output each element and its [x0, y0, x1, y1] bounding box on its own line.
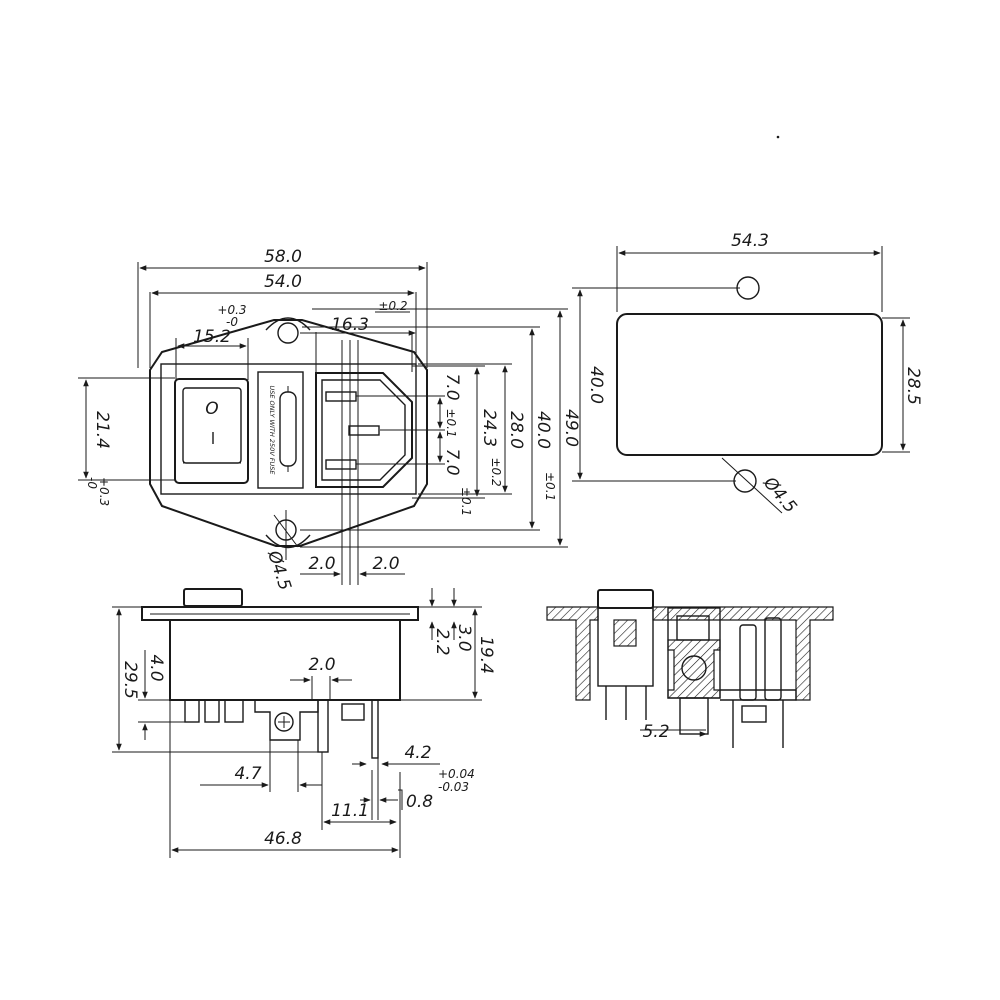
- front-flange-outline: [149, 319, 428, 547]
- side-pin-b: [371, 699, 379, 759]
- section-flange-left: [546, 606, 599, 701]
- iec-socket-outline: [315, 372, 413, 488]
- front-top-hole: [277, 322, 299, 344]
- section-view: 5.2: [546, 589, 834, 748]
- section-socket-pin-a: [739, 624, 757, 701]
- section-fuse-cap: [679, 697, 709, 735]
- dim-side-step: 4.0: [146, 654, 166, 681]
- side-body: [169, 620, 401, 701]
- dim-side-pin-offset: 4.7: [234, 764, 261, 784]
- dim-front-hole: Ø4.5: [263, 547, 295, 593]
- dim-flange-height: 40.0: [533, 411, 553, 449]
- fuse-icon: [279, 391, 297, 467]
- cutout-top-hole: [736, 276, 760, 300]
- dim-pin-pitch-b-tol: ±0.1: [459, 487, 473, 516]
- side-switch-cap: [183, 588, 243, 607]
- section-socket-pin-b: [764, 617, 782, 701]
- side-terminal-3: [224, 699, 244, 723]
- dim-pin-pitch-a: 7.0: [442, 373, 462, 400]
- side-flange: [141, 606, 419, 621]
- dim-side-total-height: 29.5: [120, 661, 140, 699]
- front-top-ear: [265, 317, 311, 331]
- dim-overall-width: 58.0: [264, 247, 302, 267]
- dim-socket-offset-tol: ±0.2: [378, 299, 407, 313]
- socket-pin-bottom: [325, 459, 357, 470]
- dim-terminal-tol-lower: -0.03: [438, 780, 469, 794]
- dim-total-height: 49.0: [561, 409, 581, 447]
- dim-terminal-tol-upper: +0.04: [438, 767, 475, 781]
- dim-pin-left: 2.0: [308, 554, 335, 574]
- dim-side-pin-gap: 4.2: [404, 743, 431, 763]
- panel-cutout-outline: [616, 313, 883, 456]
- side-view: 29.5 4.0 19.4 3.0 2.2 2.0 4.7: [112, 588, 496, 858]
- side-fuse-base: [254, 700, 319, 741]
- section-fuse-body: [667, 639, 721, 699]
- section-switch-cap: [597, 589, 654, 609]
- dim-left-height: 21.4: [92, 411, 112, 449]
- side-terminal-1: [184, 699, 200, 723]
- fuse-warning-label: USE ONLY WITH 250V FUSE: [268, 386, 276, 476]
- dim-section-pin-length: 5.2: [642, 722, 669, 742]
- dim-side-pin-width: 2.0: [308, 655, 335, 675]
- dim-left-height-tol-upper: +0.3: [97, 477, 111, 506]
- dim-flange-width: 54.0: [264, 272, 302, 292]
- side-terminal-2: [204, 699, 220, 723]
- dim-side-depth: 19.4: [476, 636, 496, 674]
- dim-body-height: 28.0: [506, 411, 526, 449]
- dim-socket-height: 24.3: [479, 409, 499, 447]
- front-view: O USE ONLY WITH 250V FUSE 58.0 54.0: [78, 247, 581, 593]
- dim-pin-right: 2.0: [372, 554, 399, 574]
- dim-cutout-width: 54.3: [731, 231, 769, 251]
- cutout-bottom-hole: [733, 469, 757, 493]
- dim-flange-thickness: 3.0: [454, 624, 474, 651]
- dim-cutout-inner-height: 28.5: [903, 367, 923, 405]
- section-switch-spring: [613, 619, 637, 647]
- terminal-leader: [398, 789, 403, 810]
- dim-terminal-offset: 11.1: [331, 801, 369, 821]
- switch-off-symbol: O: [205, 399, 218, 419]
- dim-flange-lip: 2.2: [432, 628, 452, 655]
- socket-pin-middle: [348, 425, 380, 436]
- dim-terminal-thickness: 0.8: [406, 792, 433, 812]
- dim-socket-height-tol: ±0.2: [489, 457, 503, 486]
- dim-body-length: 46.8: [264, 829, 302, 849]
- iec-socket-inner: [321, 379, 406, 481]
- dim-switch-offset: 15.2: [193, 327, 231, 347]
- dim-switch-offset-tol-upper: +0.3: [217, 303, 246, 317]
- front-bottom-ear: [265, 534, 311, 549]
- stray-dot: [776, 135, 780, 139]
- cutout-hole-leader: [721, 457, 783, 514]
- cutout-view: 54.3 40.0 28.5 Ø4.5: [572, 231, 923, 517]
- rocker-switch-bezel: [174, 378, 249, 484]
- section-flange-right: [652, 606, 834, 701]
- section-fuse-icon: [681, 655, 707, 681]
- dim-socket-offset: 16.3: [331, 315, 369, 335]
- dim-flange-height-tol: ±0.1: [543, 472, 557, 501]
- side-pin-a: [317, 699, 329, 753]
- dim-cutout-height: 40.0: [586, 366, 606, 404]
- dim-pin-pitch-b: 7.0: [442, 448, 462, 475]
- section-terminal-block: [741, 705, 767, 723]
- side-screw-icon: [274, 712, 294, 732]
- dim-switch-offset-tol-lower: -0: [226, 315, 238, 329]
- dim-pin-pitch-a-tol: ±0.1: [444, 408, 458, 437]
- front-inner-body: [160, 363, 417, 495]
- socket-pin-top: [325, 391, 357, 402]
- fuse-holder: [257, 371, 304, 489]
- side-block: [341, 703, 365, 721]
- section-socket-body: [720, 689, 797, 701]
- dim-left-height-tol-lower: -0: [85, 477, 99, 489]
